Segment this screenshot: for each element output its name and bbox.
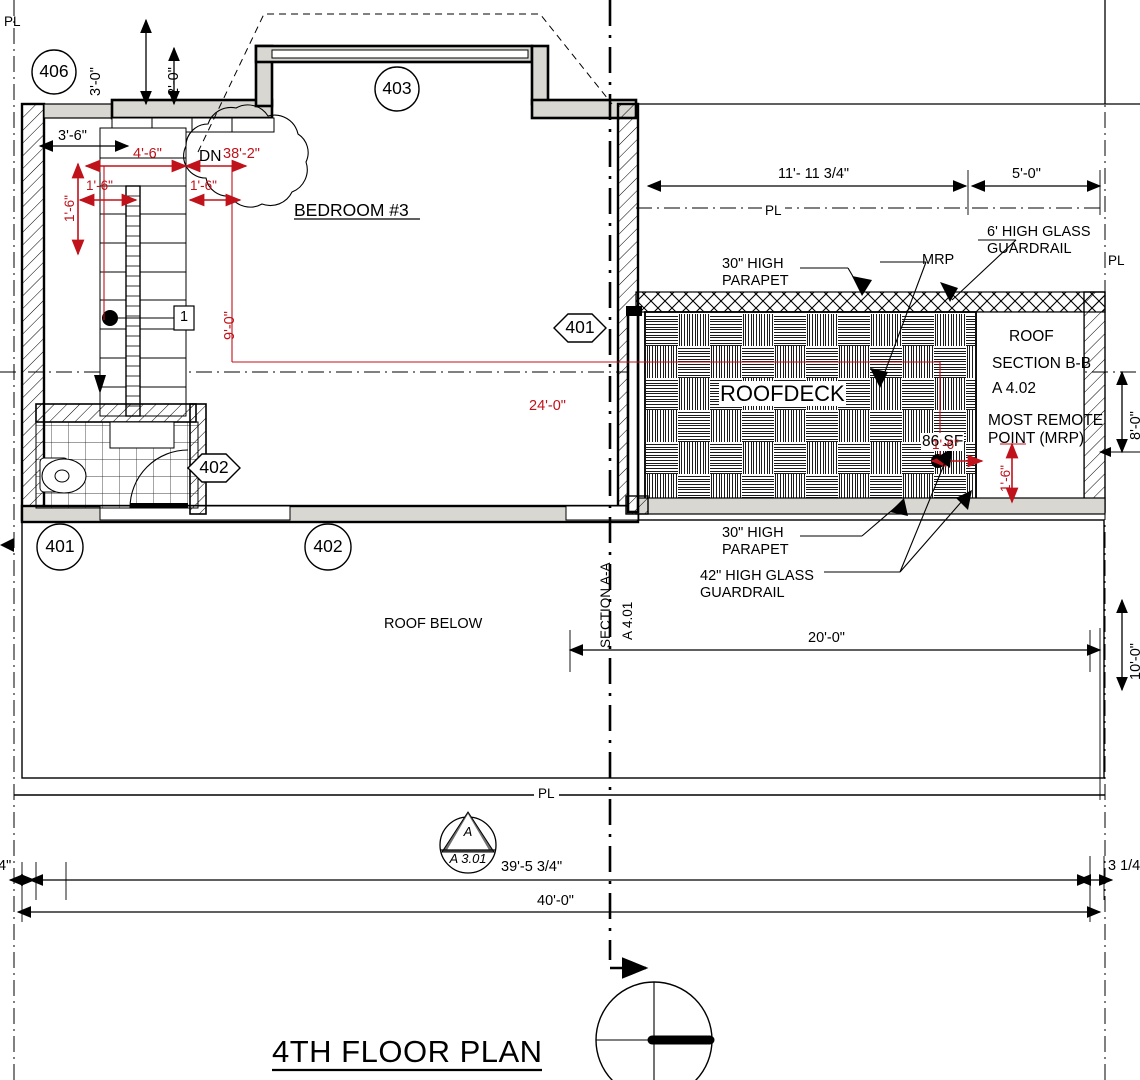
circle-marker-403-label[interactable]: 403	[382, 78, 412, 98]
pl-label-right: PL	[1108, 253, 1125, 268]
circle-marker-403	[374, 66, 420, 112]
hex-marker-402-label[interactable]: 402	[199, 457, 229, 477]
circle-marker-402-label[interactable]: 402	[313, 536, 343, 556]
pl-label-bottom: PL	[534, 786, 559, 802]
dim-3-25in-right: 3 1/4"	[1108, 858, 1140, 874]
vanity	[109, 421, 175, 449]
parapet-bottom-band	[635, 497, 1106, 515]
annotation-parapet-top: 30" HIGH PARAPET	[722, 256, 789, 289]
roof-area	[975, 311, 1085, 511]
sheet-title: 4TH FLOOR PLAN	[272, 1034, 543, 1069]
label-section-bb: SECTION B-B	[992, 355, 1092, 372]
section-aa-label: SECTION A-A	[598, 562, 613, 648]
dim-20ft-0in: 20'-0"	[808, 630, 845, 646]
dim-5ft-0in: 5'-0"	[1012, 166, 1041, 182]
dim-2ft-0in-vertical: 2'-0"	[166, 67, 182, 96]
room-label-bedroom-3: BEDROOM #3	[294, 200, 409, 220]
stair-direction-dn: DN	[199, 148, 222, 165]
roofdeck-tile-field	[644, 311, 977, 511]
revision-cloud	[183, 104, 309, 208]
bathroom	[35, 403, 207, 515]
dim-3ft-0in-vertical: 3'-0"	[88, 67, 104, 96]
roofdeck-assembly	[625, 291, 1106, 515]
black-dimension-lines	[8, 18, 1140, 922]
left-edge-marker	[0, 538, 14, 552]
red-dim-1ft-6in-vert-a: 1'-6"	[62, 195, 77, 222]
annotation-glass-guardrail-42in: 42" HIGH GLASS GUARDRAIL	[700, 568, 814, 601]
detail-bubble-sheet: A 3.01	[449, 851, 487, 866]
red-dim-24ft-0in: 24'-0"	[529, 398, 566, 414]
leader-lines	[800, 239, 1017, 573]
callout-square-1-label[interactable]: 1	[179, 309, 189, 325]
hex-marker-402	[187, 453, 241, 483]
label-most-remote-point: MOST REMOTE POINT (MRP)	[988, 412, 1104, 447]
label-roof: ROOF	[1009, 328, 1054, 345]
elevation-markers	[31, 49, 607, 571]
section-aa-cut-line	[608, 0, 649, 979]
leader-arrowheads	[852, 276, 972, 516]
room-label-roofdeck: ROOFDECK	[719, 381, 846, 407]
red-dimension-arrows	[71, 159, 1026, 504]
circle-marker-402	[304, 523, 352, 571]
red-dim-1ft-6in-mrp-h: 1'-6"	[932, 437, 959, 452]
dim-39ft-5-75in: 39'-5 3/4"	[501, 859, 563, 875]
annotation-glass-guardrail-6ft: 6' HIGH GLASS GUARDRAIL	[987, 224, 1091, 257]
dim-11ft-11-75in: 11'- 11 3/4"	[778, 166, 850, 182]
dim-40ft-0in: 40'-0"	[537, 893, 574, 909]
hex-marker-401	[553, 313, 607, 343]
circle-marker-401-label[interactable]: 401	[45, 536, 75, 556]
circle-marker-401	[36, 523, 84, 571]
stair-newel-dot	[102, 310, 118, 326]
north-arrow-symbol	[595, 981, 715, 1080]
red-dim-1ft-6in-mrp-v: 1'-6"	[998, 465, 1013, 492]
dim-10ft-0in-vertical: 10'-0"	[1128, 643, 1140, 680]
hex-marker-401-label[interactable]: 401	[565, 317, 595, 337]
detail-bubble	[439, 811, 497, 874]
red-dim-4ft-6in: 4'-6"	[133, 146, 162, 162]
parapet-top-hatch	[635, 291, 1106, 313]
bay-projection-dashed	[197, 13, 613, 153]
toilet-fixture	[39, 457, 87, 494]
dim-8ft-0in-vertical: 8'-0"	[1128, 411, 1140, 440]
detail-bubble-letter: A	[463, 824, 473, 839]
pl-label-mid: PL	[762, 203, 785, 219]
annotation-mrp: MRP	[922, 252, 955, 268]
roof-below-outline	[21, 519, 1105, 779]
upper-right-lines	[636, 0, 1140, 105]
annotation-parapet-bottom: 30" HIGH PARAPET	[722, 525, 789, 558]
red-dim-9ft-0in-vert: 9'-0"	[222, 311, 238, 340]
section-aa-sheet-label: A 4.01	[620, 601, 635, 640]
dim-3-25in-left: /4"	[0, 858, 12, 874]
room-label-roof-below: ROOF BELOW	[384, 616, 483, 632]
circle-marker-406	[31, 49, 77, 95]
red-dim-1ft-6in-b: 1'-6"	[190, 178, 217, 193]
roofdeck-area: 86 SF	[921, 433, 965, 451]
dim-3ft-6in: 3'-6"	[58, 128, 87, 144]
red-dim-38ft-2in: 38'-2"	[223, 146, 260, 162]
callout-square-1	[173, 305, 195, 331]
red-dim-1ft-6in-a: 1'-6"	[86, 178, 113, 193]
stair-assembly	[35, 127, 197, 423]
label-section-bb-sheet: A 4.02	[992, 380, 1036, 397]
pl-label-top-left: PL	[4, 14, 21, 29]
circle-marker-406-label[interactable]: 406	[39, 61, 69, 81]
